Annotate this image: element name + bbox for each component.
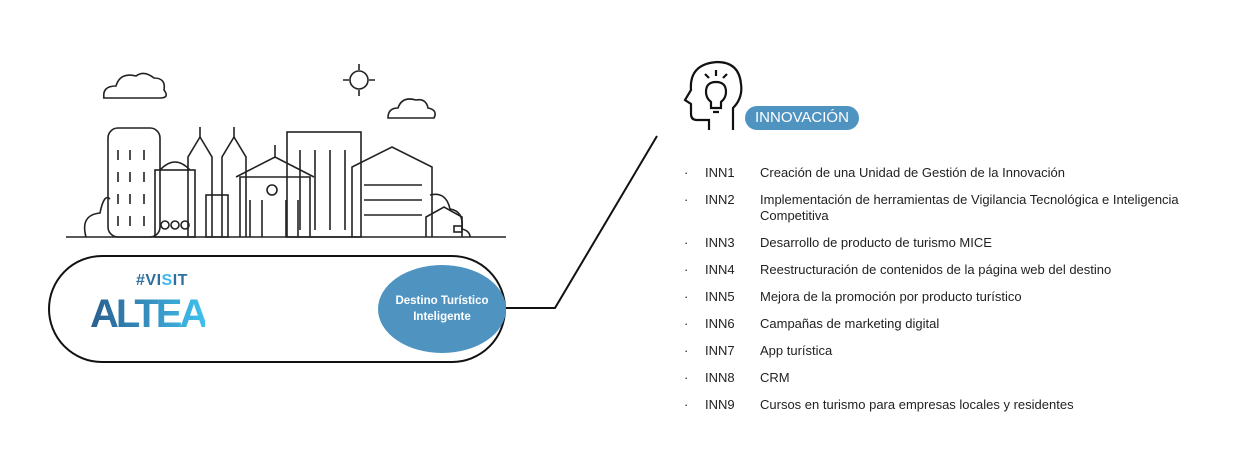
logo-name: ALTEA: [90, 292, 208, 336]
bullet-icon: ·: [684, 397, 689, 412]
visit-altea-logo: #VISIT ALTEA: [88, 272, 238, 338]
item-code: INN5: [705, 289, 735, 304]
bullet-icon: ·: [684, 192, 689, 207]
item-text: Cursos en turismo para empresas locales …: [760, 397, 1074, 412]
item-text: Implementación de herramientas de Vigila…: [760, 192, 1179, 223]
smart-destination-node: Destino Turístico Inteligente: [378, 265, 506, 353]
logo-text: IT: [172, 272, 188, 289]
logo-text: #VI: [136, 272, 162, 289]
logo-text: S: [161, 272, 173, 289]
bullet-icon: ·: [684, 343, 689, 358]
bullet-icon: ·: [684, 235, 689, 250]
item-code: INN2: [705, 192, 735, 207]
head-lightbulb-icon: [683, 60, 743, 130]
section-title-badge: INNOVACIÓN: [745, 106, 859, 130]
bullet-icon: ·: [684, 370, 689, 385]
item-code: INN7: [705, 343, 735, 358]
item-code: INN3: [705, 235, 735, 250]
item-code: INN9: [705, 397, 735, 412]
item-text: CRM: [760, 370, 790, 385]
item-code: INN8: [705, 370, 735, 385]
item-code: INN4: [705, 262, 735, 277]
item-text: Mejora de la promoción por producto turí…: [760, 289, 1022, 304]
item-text: App turística: [760, 343, 833, 358]
item-text: Campañas de marketing digital: [760, 316, 940, 331]
item-text: Creación de una Unidad de Gestión de la …: [760, 165, 1065, 180]
node-label: Destino Turístico Inteligente: [395, 295, 489, 323]
item-code: INN6: [705, 316, 735, 331]
sun-icon: [343, 64, 375, 96]
cloud-icon: [102, 72, 168, 99]
bullet-icon: ·: [684, 165, 689, 180]
bullet-icon: ·: [684, 316, 689, 331]
bullet-icon: ·: [684, 289, 689, 304]
item-code: INN1: [705, 165, 735, 180]
cloud-icon: [387, 98, 436, 119]
item-text: Reestructuración de contenidos de la pág…: [760, 262, 1112, 277]
bullet-icon: ·: [684, 262, 689, 277]
item-text: Desarrollo de producto de turismo MICE: [760, 235, 992, 250]
